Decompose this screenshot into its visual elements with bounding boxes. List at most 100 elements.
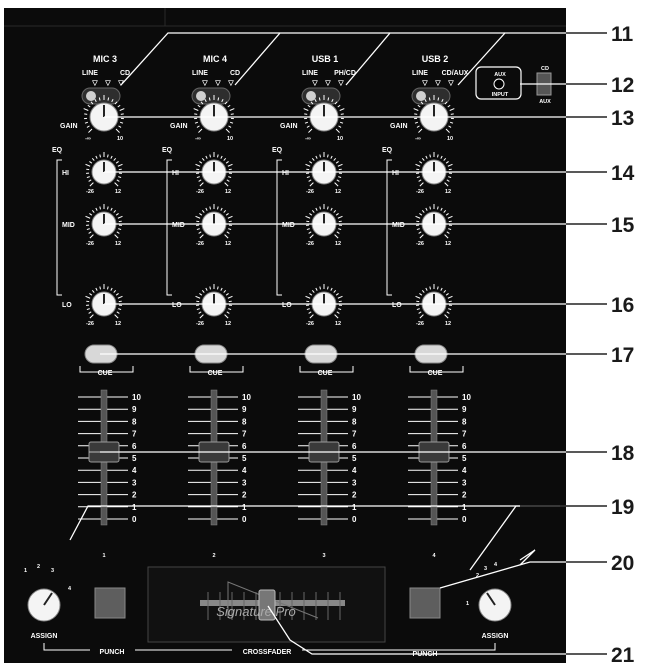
cue-label: CUE bbox=[208, 370, 223, 377]
eq-lo-knob-tick bbox=[224, 314, 229, 319]
eq-mid-knob-tick bbox=[89, 234, 94, 239]
source-right-label: PH/CD bbox=[334, 70, 356, 77]
eq-mid-knob-tick bbox=[334, 234, 339, 239]
eq-hi-knob-tick bbox=[107, 154, 109, 158]
eq-hi-knob-tick bbox=[333, 157, 337, 161]
source-switch-knob bbox=[86, 91, 96, 101]
punch-button-right[interactable] bbox=[409, 587, 441, 619]
leader-21 bbox=[267, 605, 607, 655]
fader-scale-number: 2 bbox=[352, 491, 357, 500]
panel-face bbox=[4, 8, 566, 663]
fader-scale-number: 6 bbox=[242, 442, 247, 451]
eq-hi-knob-tick bbox=[306, 176, 310, 179]
fader-scale-number: 5 bbox=[132, 454, 137, 463]
eq-lo-knob-tick bbox=[91, 289, 95, 293]
eq-hi-knob-tick bbox=[319, 154, 321, 158]
channel-number: 3 bbox=[322, 553, 325, 559]
eq-hi-knob-tick bbox=[110, 155, 113, 159]
fader-scale-number: 7 bbox=[132, 430, 137, 439]
eq-lo-knob-tick bbox=[113, 289, 117, 293]
gain-knob-tick bbox=[448, 125, 452, 128]
eq-mid-knob-tick bbox=[195, 215, 201, 219]
source-indicator-icon: ▽ bbox=[214, 80, 221, 87]
eq-mid-knob-tick bbox=[418, 231, 422, 234]
gain-knob-tick bbox=[227, 104, 231, 108]
fader-scale-number: 7 bbox=[462, 430, 467, 439]
eq-mid-knob-tick bbox=[308, 231, 312, 234]
eq-hi-knob-min-label: -26 bbox=[196, 189, 204, 195]
gain-knob-tick bbox=[441, 98, 444, 103]
eq-lo-knob-tick bbox=[327, 286, 329, 290]
gain-knob-tick bbox=[420, 101, 424, 105]
eq-lo-knob-tick bbox=[195, 295, 201, 299]
eq-mid-knob-tick bbox=[95, 207, 98, 211]
callout-number-13: 13 bbox=[611, 107, 634, 130]
eq-hi-knob-tick bbox=[327, 154, 329, 158]
leader-19-a bbox=[69, 505, 607, 541]
fader-scale-number: 8 bbox=[132, 417, 137, 426]
cue-label: CUE bbox=[428, 370, 443, 377]
gain-knob-tick bbox=[208, 97, 211, 101]
eq-hi-knob-tick bbox=[447, 163, 453, 167]
source-indicator-icon: ▽ bbox=[117, 80, 124, 87]
gain-knob-tick bbox=[338, 125, 342, 128]
eq-label: EQ bbox=[272, 147, 283, 154]
crossfader-cap[interactable] bbox=[258, 589, 276, 621]
eq-hi-label: HI bbox=[282, 170, 289, 177]
eq-lo-knob-tick bbox=[227, 295, 233, 299]
callout-number-14: 14 bbox=[611, 162, 635, 185]
gain-knob-tick bbox=[194, 121, 198, 124]
punch-button-left[interactable] bbox=[94, 587, 126, 619]
gain-knob-tick bbox=[339, 108, 345, 111]
gain-knob-tick bbox=[114, 101, 118, 105]
assign-right-mark: 4 bbox=[494, 562, 498, 568]
gain-knob-tick bbox=[304, 121, 308, 124]
gain-knob-tick bbox=[306, 125, 310, 128]
eq-lo-knob-tick bbox=[443, 289, 447, 293]
eq-mid-knob-tick bbox=[228, 228, 232, 231]
fader-scale-number: 4 bbox=[242, 466, 247, 475]
eq-hi-knob-tick bbox=[115, 161, 119, 164]
gain-knob-tick bbox=[193, 108, 199, 111]
eq-mid-knob-tick bbox=[220, 207, 223, 211]
eq-mid-knob-tick bbox=[114, 234, 119, 239]
eq-hi-knob-tick bbox=[199, 161, 203, 164]
cue-label: CUE bbox=[318, 370, 333, 377]
assign-left-mark: 4 bbox=[68, 586, 72, 592]
eq-hi-knob-tick bbox=[445, 161, 449, 164]
eq-lo-knob-tick bbox=[429, 286, 431, 290]
gain-knob-tick bbox=[418, 128, 423, 133]
eq-hi-knob-tick bbox=[91, 157, 95, 161]
source-left-label: LINE bbox=[412, 70, 428, 77]
eq-lo-knob-tick bbox=[226, 311, 230, 314]
aux-switch-top-label: CD bbox=[541, 66, 549, 72]
aux-input-box bbox=[475, 66, 522, 100]
callout-number-21: 21 bbox=[611, 644, 635, 663]
fader-scale-number: 2 bbox=[132, 491, 137, 500]
eq-mid-knob-tick bbox=[86, 228, 90, 231]
eq-lo-knob-tick bbox=[117, 295, 123, 299]
eq-mid-knob-tick bbox=[224, 234, 229, 239]
assign-left-mark: 1 bbox=[24, 568, 27, 574]
fader-scale-number: 5 bbox=[352, 454, 357, 463]
eq-lo-knob-tick bbox=[217, 286, 219, 290]
fader-scale-number: 1 bbox=[352, 503, 357, 512]
gain-knob-tick bbox=[225, 128, 230, 133]
fader-scale-number: 6 bbox=[462, 442, 467, 451]
eq-mid-knob-tick bbox=[429, 206, 431, 210]
aux-jack-icon[interactable] bbox=[493, 78, 505, 90]
eq-mid-knob-tick bbox=[99, 206, 101, 210]
gain-knob-tick bbox=[424, 98, 427, 103]
fader-scale-number: 6 bbox=[132, 442, 137, 451]
eq-mid-knob-tick bbox=[91, 209, 95, 213]
eq-lo-knob-tick bbox=[196, 308, 200, 311]
gain-knob-tick bbox=[83, 108, 89, 111]
assign-right-mark: 2 bbox=[476, 573, 479, 579]
gain-knob-tick bbox=[447, 104, 451, 108]
cue-bracket bbox=[299, 366, 354, 373]
channel-name: MIC 3 bbox=[93, 54, 117, 64]
